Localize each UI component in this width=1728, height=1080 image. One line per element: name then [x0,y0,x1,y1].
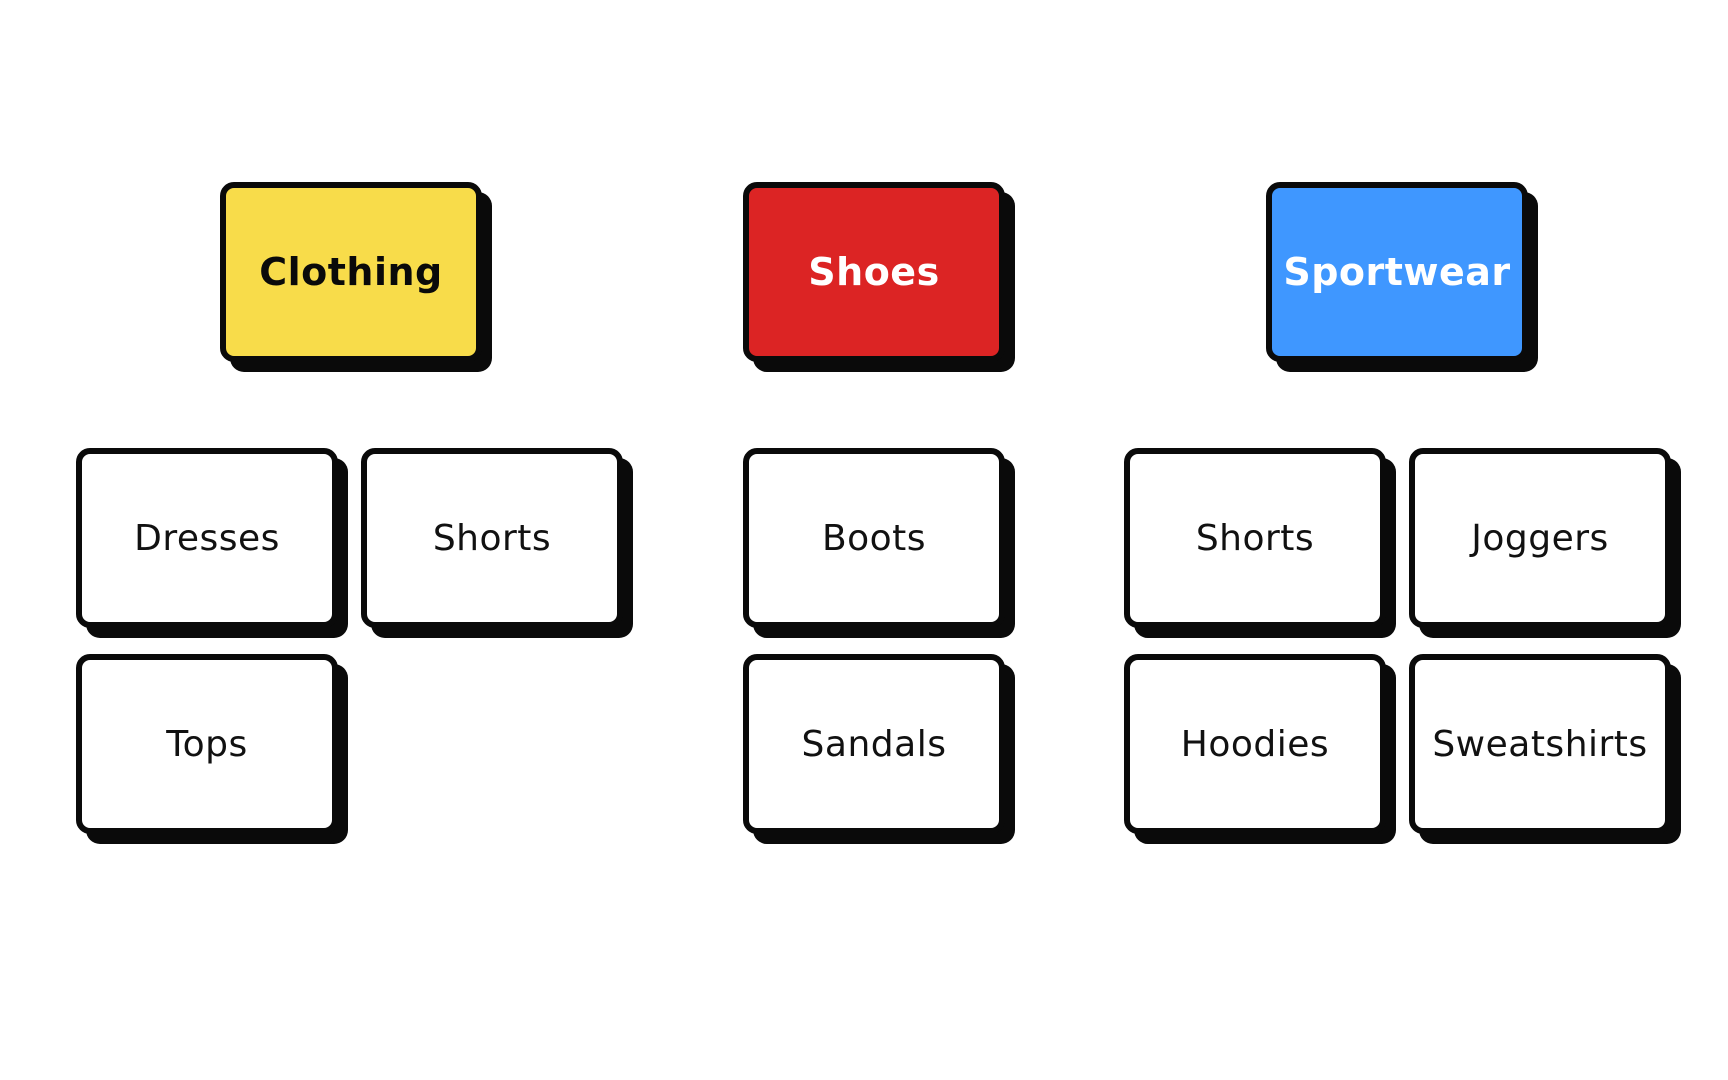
item-sportwear-hoodies[interactable]: Hoodies [1124,654,1386,834]
item-clothing-shorts[interactable]: Shorts [361,448,623,628]
item-shoes-boots[interactable]: Boots [743,448,1005,628]
item-shoes-sandals[interactable]: Sandals [743,654,1005,834]
item-sportwear-joggers[interactable]: Joggers [1409,448,1671,628]
item-clothing-tops[interactable]: Tops [76,654,338,834]
item-sportwear-sweatshirts[interactable]: Sweatshirts [1409,654,1671,834]
category-shoes[interactable]: Shoes [743,182,1005,362]
item-clothing-dresses[interactable]: Dresses [76,448,338,628]
category-sportwear[interactable]: Sportwear [1266,182,1528,362]
category-clothing[interactable]: Clothing [220,182,482,362]
item-sportwear-shorts[interactable]: Shorts [1124,448,1386,628]
